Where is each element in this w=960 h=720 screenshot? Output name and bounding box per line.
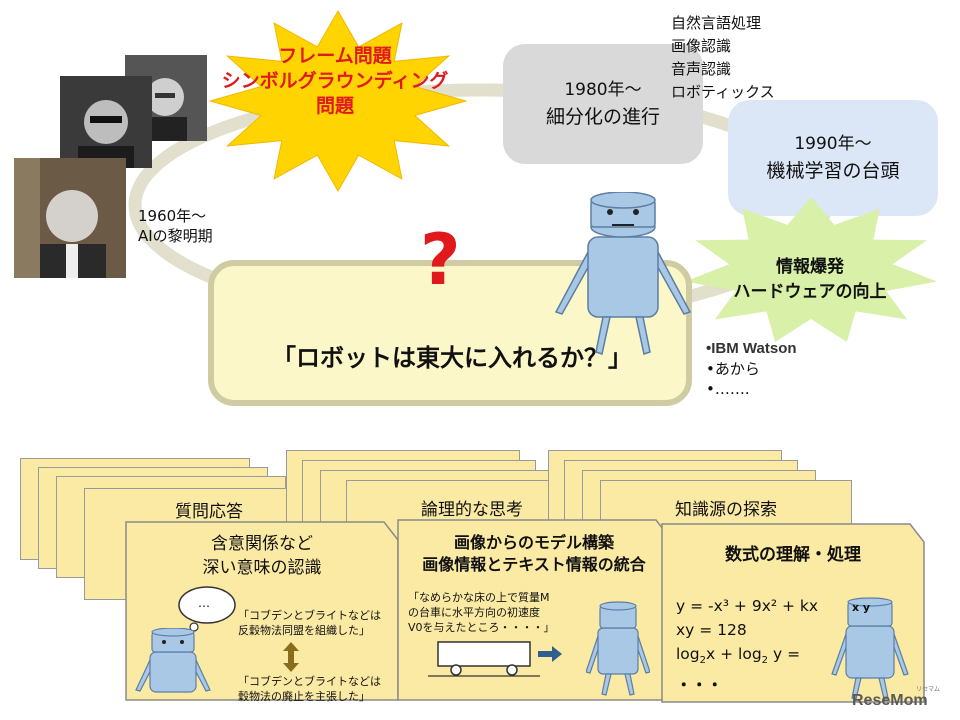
- robot-knowledge-eyes: x y: [852, 601, 871, 614]
- project-title: 「ロボットは東大に入れるか？」: [272, 344, 632, 372]
- double-arrow-icon: [283, 642, 299, 672]
- frame-problem-burst: [208, 10, 468, 192]
- question-mark-icon: ?: [420, 219, 461, 301]
- equations: y = -x³ + 9x² + kx xy = 128 log2x + log2…: [676, 594, 818, 697]
- qa-quote-1: 「コブデンとブライトなどは 反穀物法同盟を組織した」: [238, 609, 381, 637]
- equation-1: y = -x³ + 9x² + kx: [676, 597, 819, 615]
- watermark-logo: ReseMom: [852, 692, 928, 709]
- watermark-ruby: リセマム: [916, 686, 941, 693]
- info-explosion-text: 情報爆発 ハードウェアの向上: [733, 257, 887, 302]
- card-knowledge-front-title: 数式の理解・処理: [725, 545, 861, 565]
- equation-2: xy = 128: [676, 621, 747, 639]
- card-knowledge-back-title: 知識源の探索: [675, 500, 777, 520]
- photo-researcher-1: [14, 158, 126, 278]
- cart-diagram-icon: [428, 641, 562, 677]
- card-logic-back-title: 論理的な思考: [421, 500, 523, 520]
- card-qa-front-title: 含意関係など 深い意味の認識: [202, 534, 322, 578]
- equation-3: log2x + log2 y =: [676, 645, 801, 667]
- card-qa-back-title: 質問応答: [175, 502, 243, 522]
- robot-qa-icon: [135, 628, 211, 693]
- frame-problem-text: フレーム問題 シンボルグラウンディング 問題: [221, 45, 449, 117]
- era-1980-box: 1980年〜 細分化の進行: [503, 44, 703, 164]
- info-bullets: •IBM Watson •あから •…….: [706, 340, 797, 398]
- era-1960-label: 1960年〜 AIの黎明期: [138, 207, 213, 245]
- logic-problem-text: 「なめらかな床の上で質量M の台車に水平方向の初速度 V0を与えたところ・・・・…: [408, 591, 555, 634]
- equation-4: ・・・: [676, 676, 723, 695]
- card-logic-front-title: 画像からのモデル構築 画像情報とテキスト情報の統合: [422, 533, 646, 574]
- robot-knowledge-icon: [831, 597, 909, 700]
- robot-main-icon: [554, 192, 692, 355]
- info-explosion-burst: [685, 197, 937, 342]
- era-1980-topics: 自然言語処理 画像認識 音声認識 ロボティックス: [671, 14, 775, 101]
- era-1990-box: 1990年〜 機械学習の台頭: [728, 100, 938, 216]
- qa-quote-2: 「コブデンとブライトなどは 穀物法の廃止を主張した」: [238, 675, 381, 703]
- thought-bubble-text: …: [198, 596, 210, 610]
- robot-logic-icon: [586, 601, 650, 696]
